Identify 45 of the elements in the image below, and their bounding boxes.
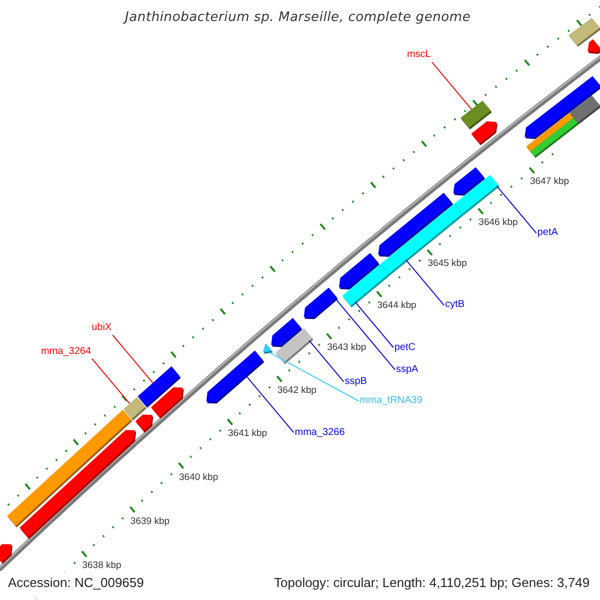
gene-feature	[135, 414, 154, 433]
gene-feature	[588, 39, 600, 54]
gene-label: mma_3266	[294, 426, 345, 439]
gene-label: ubiX	[92, 322, 112, 334]
leader-line	[354, 301, 394, 348]
leader-line	[269, 352, 360, 402]
scale-label: 3641 kbp	[228, 428, 268, 439]
gene-feature	[471, 121, 498, 146]
gene-feature	[262, 344, 273, 354]
gene-bar	[570, 96, 600, 124]
leader-line	[245, 375, 294, 434]
gene-feature	[206, 350, 264, 404]
gene-label: mscL	[406, 49, 431, 62]
gene-bar	[454, 174, 500, 216]
genome-summary: Topology: circular; Length: 4,110,251 bp; Genes: 3,749	[274, 575, 590, 590]
title: Janthinobacterium sp. Marseille, complete genome	[125, 10, 471, 26]
gene-label: cytB	[445, 299, 465, 312]
gene-label: petA	[537, 227, 558, 240]
scale-label: 3640 kbp	[179, 472, 218, 483]
scale-label: 3642 kbp	[277, 384, 316, 396]
gene-feature	[0, 544, 12, 564]
scale-label: 3645 kbp	[428, 258, 467, 270]
leader-line	[496, 186, 537, 234]
accession-label: Accession: NC_009659	[8, 575, 144, 590]
gene-label: sspB	[344, 376, 367, 388]
leader-line	[308, 340, 344, 382]
leader-line	[432, 62, 472, 110]
gene-label: petC	[394, 342, 416, 354]
scale-label: 3643 kbp	[327, 342, 366, 354]
leader-line	[335, 298, 396, 370]
gene-bar	[568, 18, 600, 47]
scale-label: 3638 kbp	[82, 560, 122, 571]
leader-line	[112, 334, 154, 384]
leader-line	[92, 358, 130, 404]
gene-label: sspA	[396, 364, 418, 376]
scale-label: 3647 kbp	[530, 176, 570, 188]
gene-label: mma_3264	[41, 346, 92, 358]
scale-label: 3644 kbp	[377, 300, 416, 312]
gene-feature	[151, 387, 184, 419]
gene-label: mma_tRNA39	[360, 395, 422, 407]
gene-feature	[304, 288, 338, 320]
scale-label: 3639 kbp	[130, 516, 170, 527]
gene-bar	[276, 328, 314, 364]
leader-line	[405, 259, 445, 306]
scale-label: 3646 kbp	[478, 217, 518, 228]
